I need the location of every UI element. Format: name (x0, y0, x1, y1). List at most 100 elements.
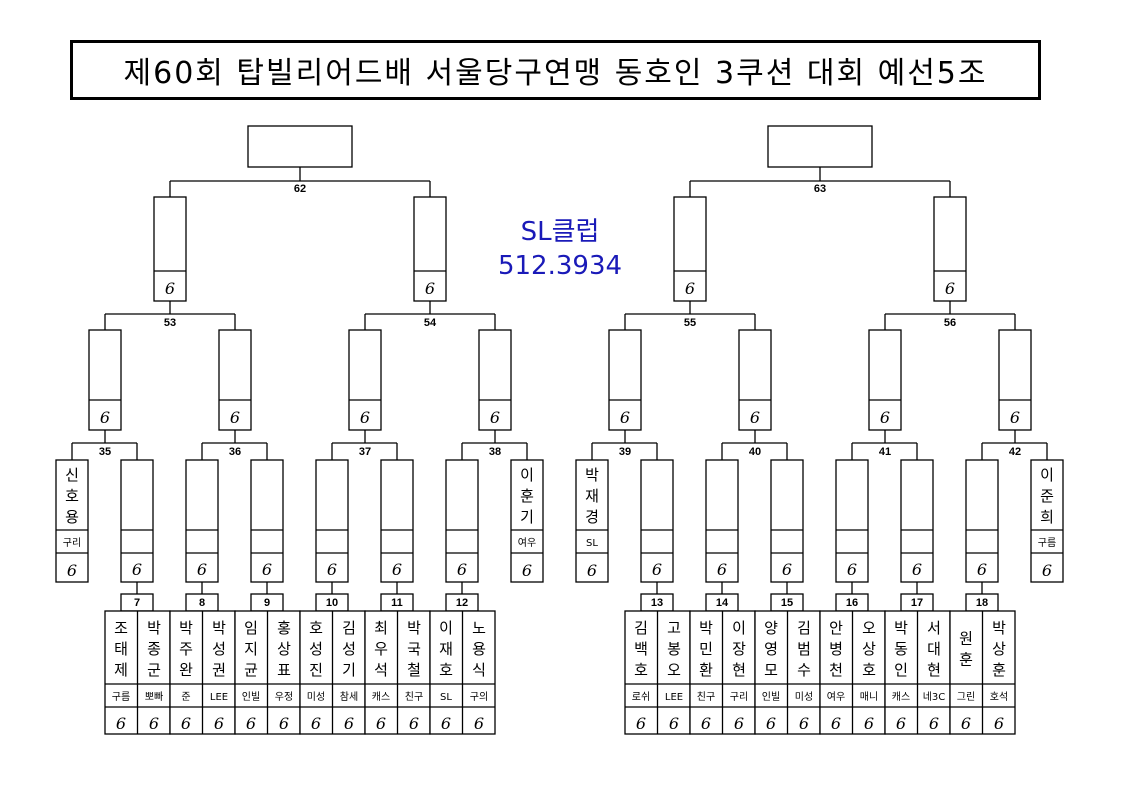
tournament-title: 제60회 탑빌리어드배 서울당구연맹 동호인 3쿠션 대회 예선5조 (70, 40, 1041, 100)
score-box (998, 329, 1032, 431)
handicap-mark: 6 (636, 714, 646, 733)
player-club: 준 (181, 691, 190, 703)
player-club: 구름 (1038, 537, 1056, 549)
player-club: 네3C (923, 691, 946, 703)
match-number: 62 (294, 183, 306, 195)
handicap-mark: 6 (912, 560, 922, 579)
handicap-mark: 6 (994, 714, 1004, 733)
handicap-mark: 6 (376, 714, 386, 733)
handicap-mark: 6 (945, 279, 955, 298)
match-number: 56 (944, 317, 956, 329)
club-info: SL클럽 512.3934 (480, 215, 640, 283)
match-number: 13 (651, 597, 663, 609)
handicap-mark: 6 (279, 714, 289, 733)
winner-box (247, 125, 353, 168)
score-box (738, 329, 772, 431)
player-club: 미성 (307, 691, 325, 703)
handicap-mark: 6 (132, 560, 142, 579)
winner-box (767, 125, 873, 168)
handicap-mark: 6 (522, 561, 532, 580)
match-number: 10 (326, 597, 338, 609)
bye-player-box (575, 459, 609, 583)
score-box (705, 459, 739, 583)
player-club: 구의 (470, 691, 488, 703)
match-number: 36 (229, 446, 241, 458)
handicap-mark: 6 (116, 714, 126, 733)
match-number: 8 (199, 597, 205, 609)
player-club: 여우 (518, 537, 536, 549)
handicap-mark: 6 (474, 714, 484, 733)
title-text: 제60회 탑빌리어드배 서울당구연맹 동호인 3쿠션 대회 예선5조 (123, 56, 988, 91)
handicap-mark: 6 (360, 408, 370, 427)
handicap-mark: 6 (230, 408, 240, 427)
player-club: 구리 (730, 691, 748, 703)
player-club: SL (440, 692, 452, 703)
score-box (835, 459, 869, 583)
match-number: 41 (879, 446, 891, 458)
score-box (218, 329, 252, 431)
handicap-mark: 6 (100, 408, 110, 427)
bye-player-box (1030, 459, 1064, 583)
match-number: 18 (976, 597, 988, 609)
handicap-mark: 6 (799, 714, 809, 733)
club-name: SL클럽 (520, 217, 600, 247)
club-phone: 512.3934 (497, 251, 623, 281)
handicap-mark: 6 (181, 714, 191, 733)
score-box (770, 459, 804, 583)
match-number: 40 (749, 446, 761, 458)
match-number: 63 (814, 183, 826, 195)
handicap-mark: 6 (831, 714, 841, 733)
score-box (250, 459, 284, 583)
handicap-mark: 6 (685, 279, 695, 298)
handicap-mark: 6 (327, 560, 337, 579)
player-club: 여우 (827, 691, 845, 703)
player-club: 호석 (990, 691, 1008, 703)
handicap-mark: 6 (750, 408, 760, 427)
handicap-mark: 6 (961, 714, 971, 733)
player-club: 인빌 (242, 691, 260, 703)
score-box (380, 459, 414, 583)
score-box (348, 329, 382, 431)
handicap-mark: 6 (896, 714, 906, 733)
player-club: 캐스 (372, 691, 390, 703)
match-number: 16 (846, 597, 858, 609)
handicap-mark: 6 (1042, 561, 1052, 580)
player-club: 구리 (63, 537, 81, 549)
handicap-mark: 6 (441, 714, 451, 733)
handicap-mark: 6 (392, 560, 402, 579)
handicap-mark: 6 (149, 714, 159, 733)
player-club: 캐스 (892, 691, 910, 703)
handicap-mark: 6 (929, 714, 939, 733)
match-number: 53 (164, 317, 176, 329)
handicap-mark: 6 (717, 560, 727, 579)
player-club: LEE (665, 692, 683, 703)
player-club: 매니 (860, 691, 878, 703)
player-club: 뽀빠 (145, 691, 163, 703)
score-box (478, 329, 512, 431)
handicap-mark: 6 (880, 408, 890, 427)
match-number: 14 (716, 597, 729, 609)
score-box (153, 196, 187, 302)
player-club: SL (586, 538, 598, 549)
match-number: 15 (781, 597, 793, 609)
handicap-mark: 6 (425, 279, 435, 298)
handicap-mark: 6 (246, 714, 256, 733)
handicap-mark: 6 (262, 560, 272, 579)
